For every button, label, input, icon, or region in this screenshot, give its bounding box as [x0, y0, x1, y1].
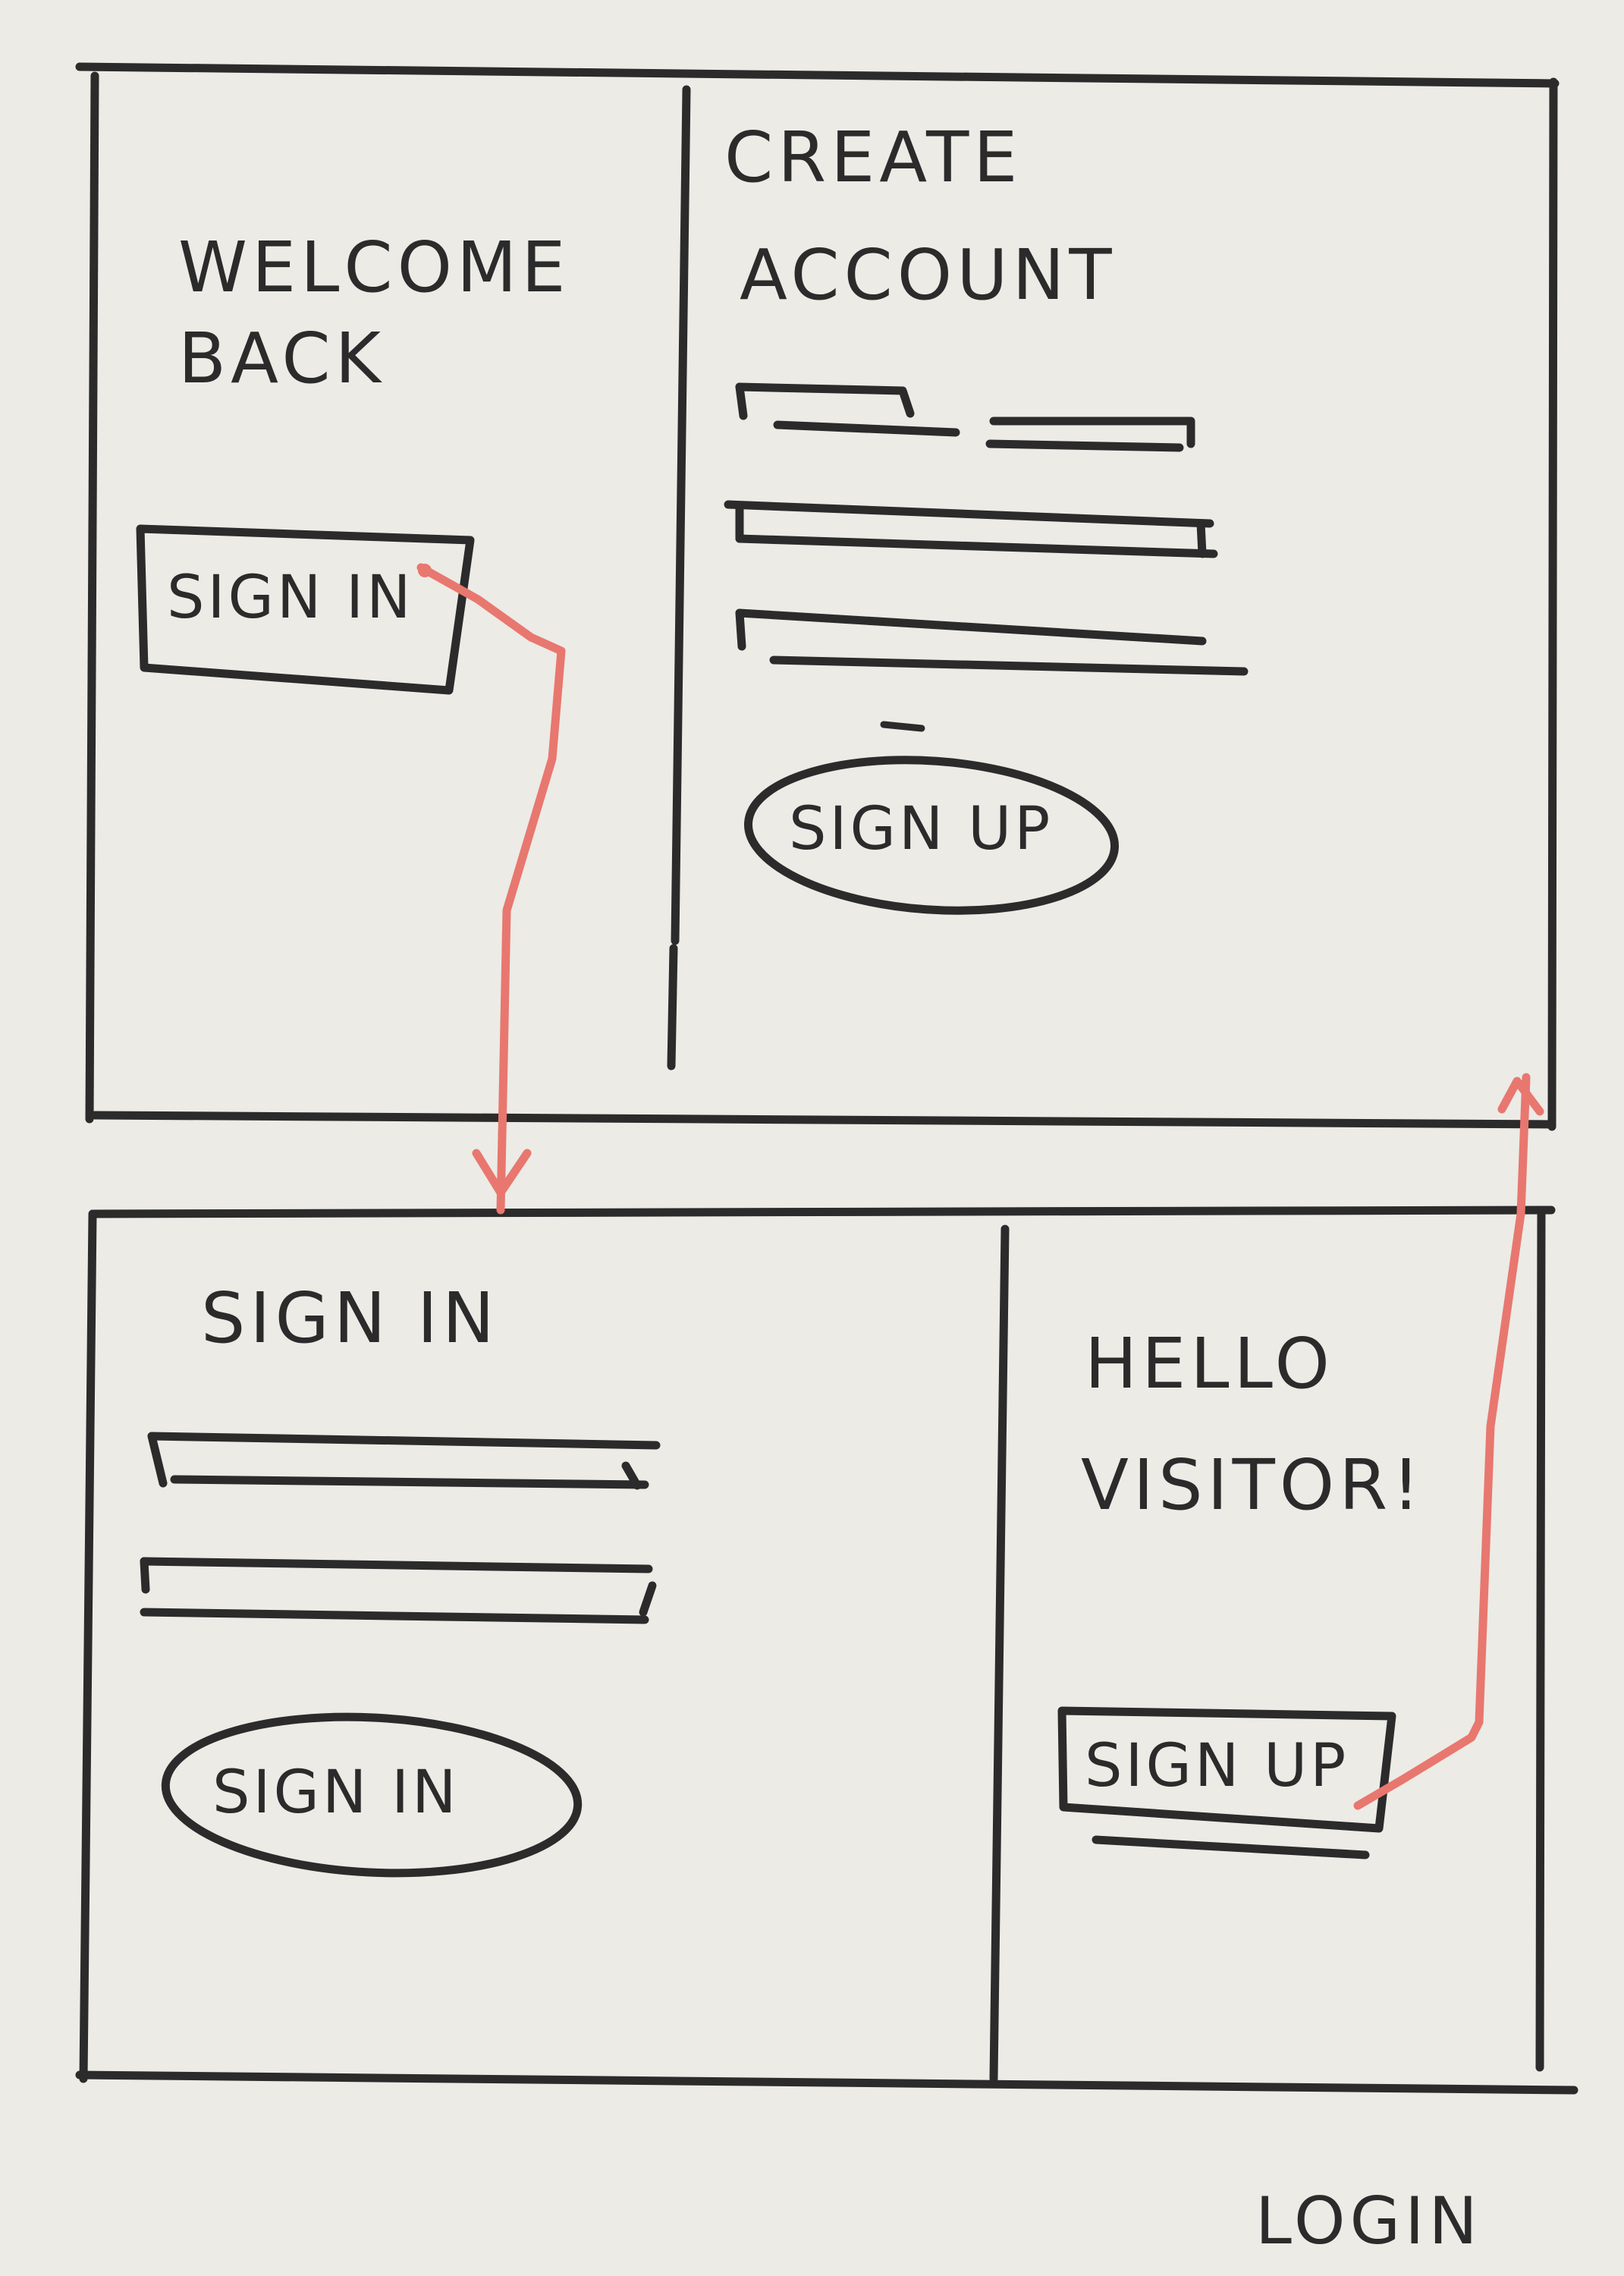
create-signup-button[interactable]: Sign Up [751, 762, 1111, 910]
create-account-password-field[interactable] [740, 607, 1244, 675]
create-account-name-field[interactable] [740, 383, 1210, 451]
sign-in-password-field[interactable] [140, 1555, 656, 1624]
signin-form-sketch [140, 1432, 661, 1624]
welcome-signin-button-outline [136, 524, 475, 695]
create-signup-button-outline [743, 756, 1120, 915]
signin-submit-button-label: Sign In [212, 1759, 460, 1827]
hello-visitor-heading-line1: Hello [1085, 1323, 1334, 1404]
hello-signup-button-label: Sign Up [1085, 1732, 1349, 1800]
flow-arrow-head-down [472, 1149, 532, 1197]
flow-arrow-to-create-account [1353, 1073, 1531, 1810]
flow-arrows [416, 563, 1544, 1810]
welcome-signin-button[interactable]: Sign In [144, 531, 463, 679]
create-account-heading-line1: Create [724, 117, 1022, 198]
flow-arrow-to-sign-in [416, 563, 566, 1215]
welcome-back-heading-line1: Welcome [178, 227, 570, 308]
create-signup-button-label: Sign Up [789, 795, 1054, 863]
welcome-signin-button-label: Sign In [167, 564, 414, 632]
bottom-screen-frame [75, 1206, 1578, 2095]
signin-submit-button[interactable]: Sign In [167, 1718, 576, 1874]
sign-in-heading: Sign In [201, 1278, 499, 1359]
flow-arrow-origin-dot [418, 564, 432, 577]
hello-signup-button-outline [1057, 1706, 1396, 1833]
flow-arrow-head-up [1497, 1077, 1544, 1116]
top-screen-frame [75, 62, 1560, 1131]
create-account-email-field[interactable] [728, 501, 1217, 561]
sign-in-username-field[interactable] [148, 1430, 660, 1491]
sketch-caption: Login [1255, 2183, 1482, 2259]
signin-button-outline [161, 1712, 583, 1878]
welcome-back-heading-line2: Back [178, 318, 386, 399]
create-account-form-sketch [724, 382, 1249, 676]
create-account-heading-line2: Account [740, 234, 1117, 316]
hello-signup-button[interactable]: Sign Up [1062, 1711, 1388, 1825]
hello-visitor-heading-line2: Visitor! [1081, 1445, 1425, 1526]
